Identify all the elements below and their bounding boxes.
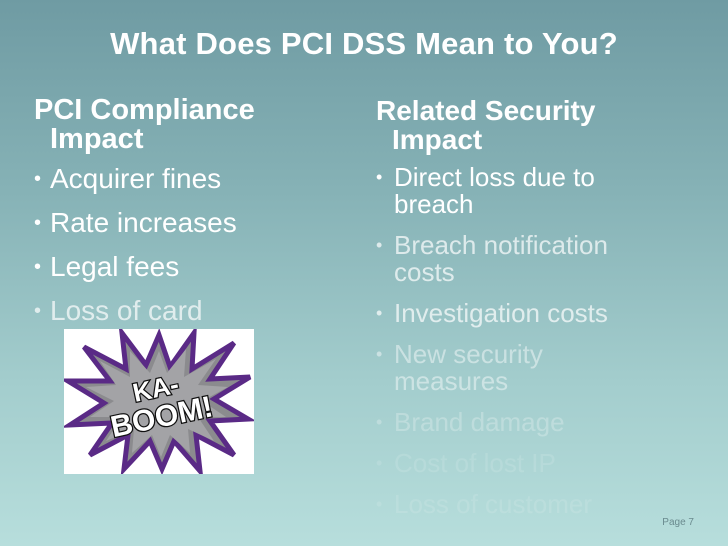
related-security-heading: Related Security Impact — [376, 96, 721, 154]
list-item: •Rate increases — [34, 207, 237, 238]
related-security-heading-line2: Impact — [392, 124, 483, 155]
bullet-icon: • — [376, 453, 383, 473]
list-item: •Cost of lost IP — [376, 448, 556, 478]
bullet-icon: • — [34, 212, 42, 234]
list-item: •Investigation costs — [376, 298, 608, 328]
list-item: •Loss of card — [34, 295, 203, 326]
slide-title: What Does PCI DSS Mean to You? — [110, 26, 618, 61]
bullet-icon: • — [376, 303, 383, 323]
bullet-icon: • — [34, 256, 42, 278]
list-item: •Brand damage — [376, 407, 565, 437]
pci-compliance-column: PCI Compliance Impact •Acquirer fines •R… — [34, 96, 354, 340]
related-security-column: Related Security Impact •Direct loss due… — [376, 96, 721, 532]
pci-compliance-heading-line1: PCI Compliance — [34, 94, 255, 126]
bullet-icon: • — [376, 412, 383, 432]
pci-compliance-heading: PCI Compliance Impact — [34, 96, 354, 154]
kaboom-burst-icon: KA- BOOM! — [59, 324, 257, 479]
bullet-icon: • — [34, 300, 42, 322]
bullet-icon: • — [34, 168, 42, 190]
list-item: •Legal fees — [34, 251, 180, 282]
list-item: •Loss of customer — [376, 489, 592, 519]
list-item: •Acquirer fines — [34, 163, 222, 194]
bullet-icon: • — [376, 167, 383, 187]
pci-compliance-list: •Acquirer fines •Rate increases •Legal f… — [34, 164, 354, 326]
kaboom-image: KA- BOOM! — [59, 324, 257, 479]
pci-compliance-heading-line2: Impact — [50, 123, 144, 155]
bullet-icon: • — [376, 494, 383, 514]
related-security-heading-line1: Related Security — [376, 95, 596, 126]
bullet-icon: • — [376, 344, 383, 364]
page-number: Page 7 — [662, 517, 694, 528]
bullet-icon: • — [376, 235, 383, 255]
